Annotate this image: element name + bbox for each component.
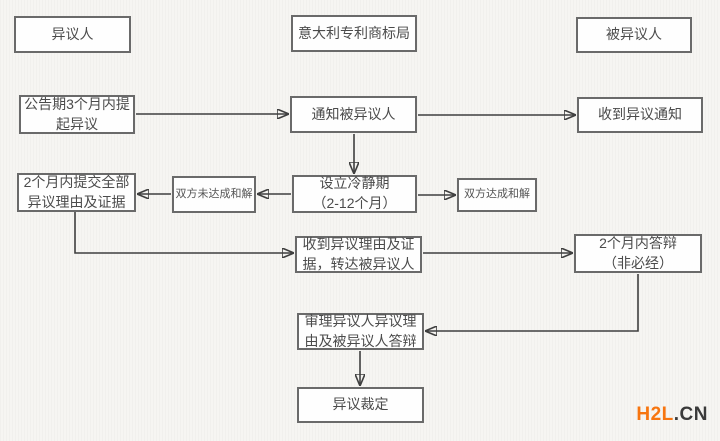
arrow-response-to-examine (426, 274, 639, 331)
watermark-dark-text: .CN (673, 404, 708, 425)
node-file-opposition: 公告期3个月内提 起异议 (19, 95, 135, 134)
node-submit-evidence: 2个月内提交全部 异议理由及证据 (17, 173, 136, 212)
node-opponent-header: 异议人 (14, 16, 131, 53)
node-settlement: 双方达成和解 (457, 178, 537, 212)
node-opposed-header: 被异议人 (576, 17, 692, 53)
node-response: 2个月内答辩 （非必经） (574, 234, 702, 273)
node-cooling-period: 设立冷静期 （2-12个月） (292, 175, 417, 213)
arrow-submit-to-forward (74, 212, 293, 253)
node-no-settlement: 双方未达成和解 (172, 176, 256, 213)
watermark: H2L.CN (636, 404, 708, 426)
node-examine: 审理异议人异议理 由及被异议人答辩 (297, 313, 424, 350)
node-receive-notice: 收到异议通知 (577, 97, 703, 133)
node-office-header: 意大利专利商标局 (291, 15, 417, 52)
node-decision: 异议裁定 (297, 387, 424, 423)
node-notify-opposed: 通知被异议人 (290, 96, 417, 133)
node-forward-evidence: 收到异议理由及证 据，转达被异议人 (295, 236, 422, 273)
watermark-accent-text: H2L (636, 404, 674, 425)
